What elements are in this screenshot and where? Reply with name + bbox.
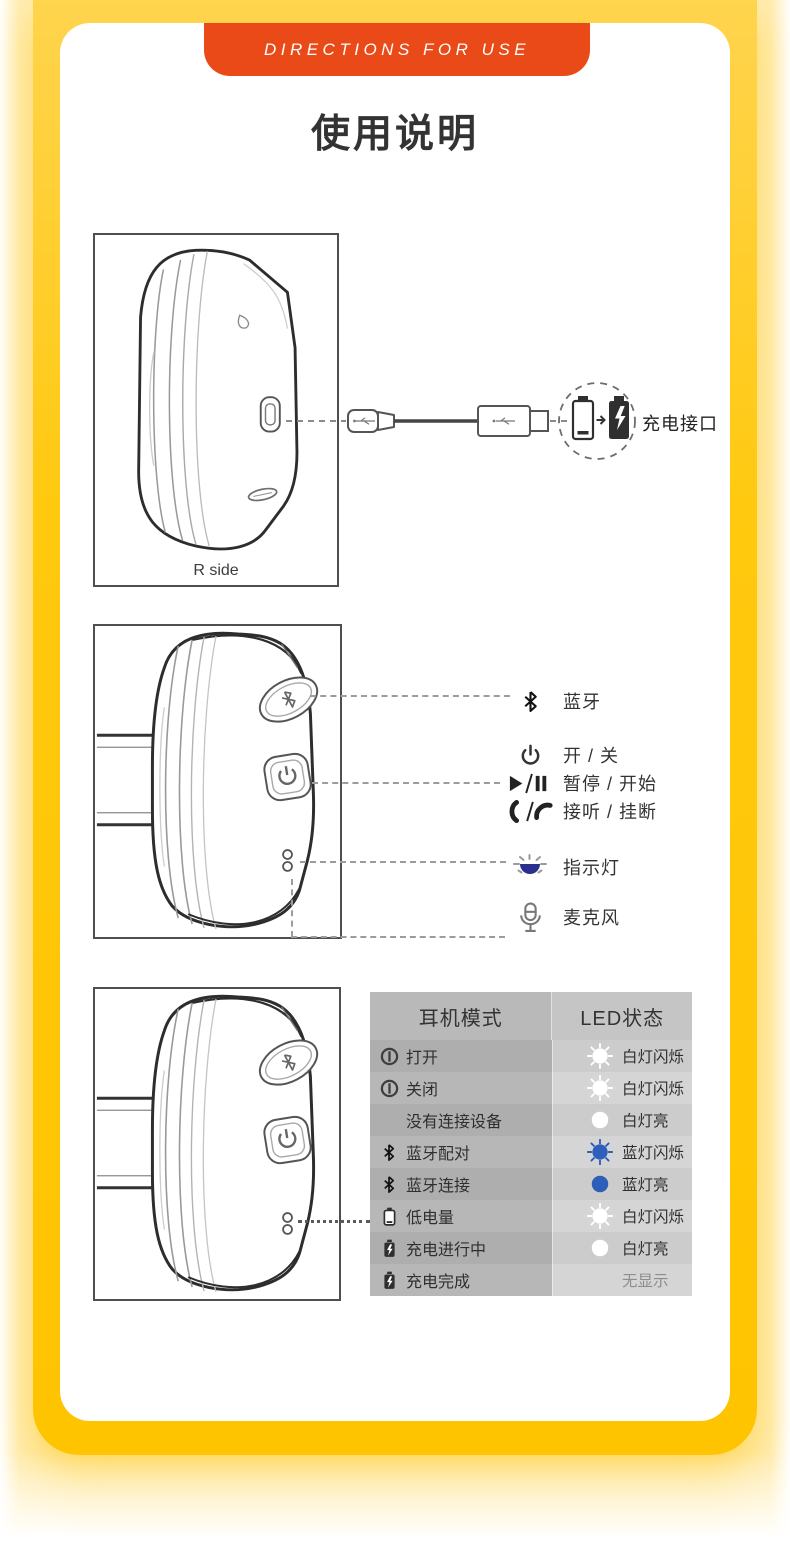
mode-label: 关闭 xyxy=(406,1082,439,1099)
control-label-text: 暂停 / 开始 xyxy=(563,774,658,794)
led-label: 白灯亮 xyxy=(622,1113,669,1130)
led-flash-white-icon xyxy=(587,1043,613,1069)
led-flash-white-icon xyxy=(587,1075,613,1101)
led-label: 白灯闪烁 xyxy=(622,1049,685,1066)
dashed-connector xyxy=(300,861,506,863)
table-row: 充电完成 无显示 xyxy=(370,1264,692,1296)
battery-empty-icon xyxy=(571,396,595,441)
table-row: 低电量 白灯闪烁 xyxy=(370,1200,692,1232)
mode-label: 没有连接设备 xyxy=(406,1114,503,1131)
control-label-text: 指示灯 xyxy=(563,858,620,878)
usb-a-plug-icon xyxy=(477,405,549,437)
led-label: 蓝灯亮 xyxy=(622,1177,669,1194)
control-label-text: 蓝牙 xyxy=(563,692,601,712)
battery-low-icon xyxy=(376,1207,402,1226)
table-row: 没有连接设备 白灯亮 xyxy=(370,1104,692,1136)
bluetooth-icon xyxy=(376,1176,402,1193)
led-flash-white-icon xyxy=(587,1203,613,1229)
table-row: 打开 白灯闪烁 xyxy=(370,1040,692,1072)
table-header-row: 耳机模式 LED状态 xyxy=(370,992,692,1040)
battery-full-icon xyxy=(376,1271,402,1290)
mode-label: 打开 xyxy=(406,1050,439,1067)
banner-label: DIRECTIONS FOR USE xyxy=(263,39,531,59)
micro-usb-plug-icon xyxy=(347,409,395,433)
control-label-microphone: 麦克风 xyxy=(506,899,620,935)
control-label-bluetooth: 蓝牙 xyxy=(506,687,601,715)
led-label: 白灯闪烁 xyxy=(622,1209,685,1226)
control-label-text: 麦克风 xyxy=(563,908,620,928)
charging-circle xyxy=(558,382,636,460)
control-label-text: 开 / 关 xyxy=(563,746,620,766)
led-label: 无显示 xyxy=(622,1273,669,1290)
dashed-connector xyxy=(291,879,293,937)
earcup-front-illustration xyxy=(96,628,337,933)
led-label: 蓝灯闪烁 xyxy=(622,1145,685,1162)
control-label-call: 接听 / 挂断 xyxy=(506,797,657,825)
play-pause-icon xyxy=(506,772,554,795)
mode-label: 充电进行中 xyxy=(406,1242,487,1259)
mode-label: 充电完成 xyxy=(406,1274,471,1291)
mode-label: 蓝牙连接 xyxy=(406,1178,471,1195)
led-solid-white-icon xyxy=(587,1235,613,1261)
microphone-icon xyxy=(506,902,554,933)
table-header-led: LED状态 xyxy=(551,992,692,1040)
led-flash-blue-icon xyxy=(587,1139,613,1165)
arrow-icon xyxy=(596,415,606,425)
battery-charging-icon xyxy=(609,396,629,439)
table-row: 充电进行中 白灯亮 xyxy=(370,1232,692,1264)
mode-label: 蓝牙配对 xyxy=(406,1146,471,1163)
power-toggle-icon xyxy=(376,1079,402,1098)
led-diagram-box xyxy=(93,987,341,1301)
dashed-connector xyxy=(310,695,510,697)
led-label: 白灯闪烁 xyxy=(622,1081,685,1098)
power-toggle-icon xyxy=(376,1047,402,1066)
usb-cable-illustration xyxy=(286,382,636,460)
dashed-connector xyxy=(291,936,505,938)
led-solid-blue-icon xyxy=(587,1171,613,1197)
table-row: 蓝牙配对 蓝灯闪烁 xyxy=(370,1136,692,1168)
answer-hangup-icon xyxy=(506,799,554,823)
control-label-indicator: 指示灯 xyxy=(506,851,620,883)
power-icon xyxy=(506,744,554,767)
mode-label: 低电量 xyxy=(406,1210,455,1227)
controls-diagram-box xyxy=(93,624,342,939)
bottom-fade xyxy=(0,1452,790,1553)
led-solid-white-icon xyxy=(587,1107,613,1133)
charging-diagram-box: R side xyxy=(93,233,339,587)
led-status-table: 耳机模式 LED状态 打开 白灯闪烁 xyxy=(370,992,692,1296)
control-label-text: 接听 / 挂断 xyxy=(563,802,658,822)
table-row: 关闭 白灯闪烁 xyxy=(370,1072,692,1104)
table-row: 蓝牙连接 蓝灯亮 xyxy=(370,1168,692,1200)
bluetooth-icon xyxy=(506,691,554,712)
control-label-power: 开 / 关 xyxy=(506,741,619,769)
r-side-caption: R side xyxy=(193,562,239,579)
bluetooth-icon xyxy=(376,1144,402,1161)
dotted-connector xyxy=(298,1220,370,1223)
earcup-front-illustration xyxy=(96,991,337,1296)
charging-port-label: 充电接口 xyxy=(642,414,718,434)
led-label: 白灯亮 xyxy=(622,1241,669,1258)
control-label-play-pause: 暂停 / 开始 xyxy=(506,769,657,797)
page-title: 使用说明 xyxy=(310,113,479,156)
table-header-mode: 耳机模式 xyxy=(370,992,552,1040)
dashed-connector xyxy=(312,782,500,784)
battery-charging-icon xyxy=(376,1239,402,1258)
indicator-light-icon xyxy=(506,854,554,880)
banner: DIRECTIONS FOR USE xyxy=(204,23,590,76)
